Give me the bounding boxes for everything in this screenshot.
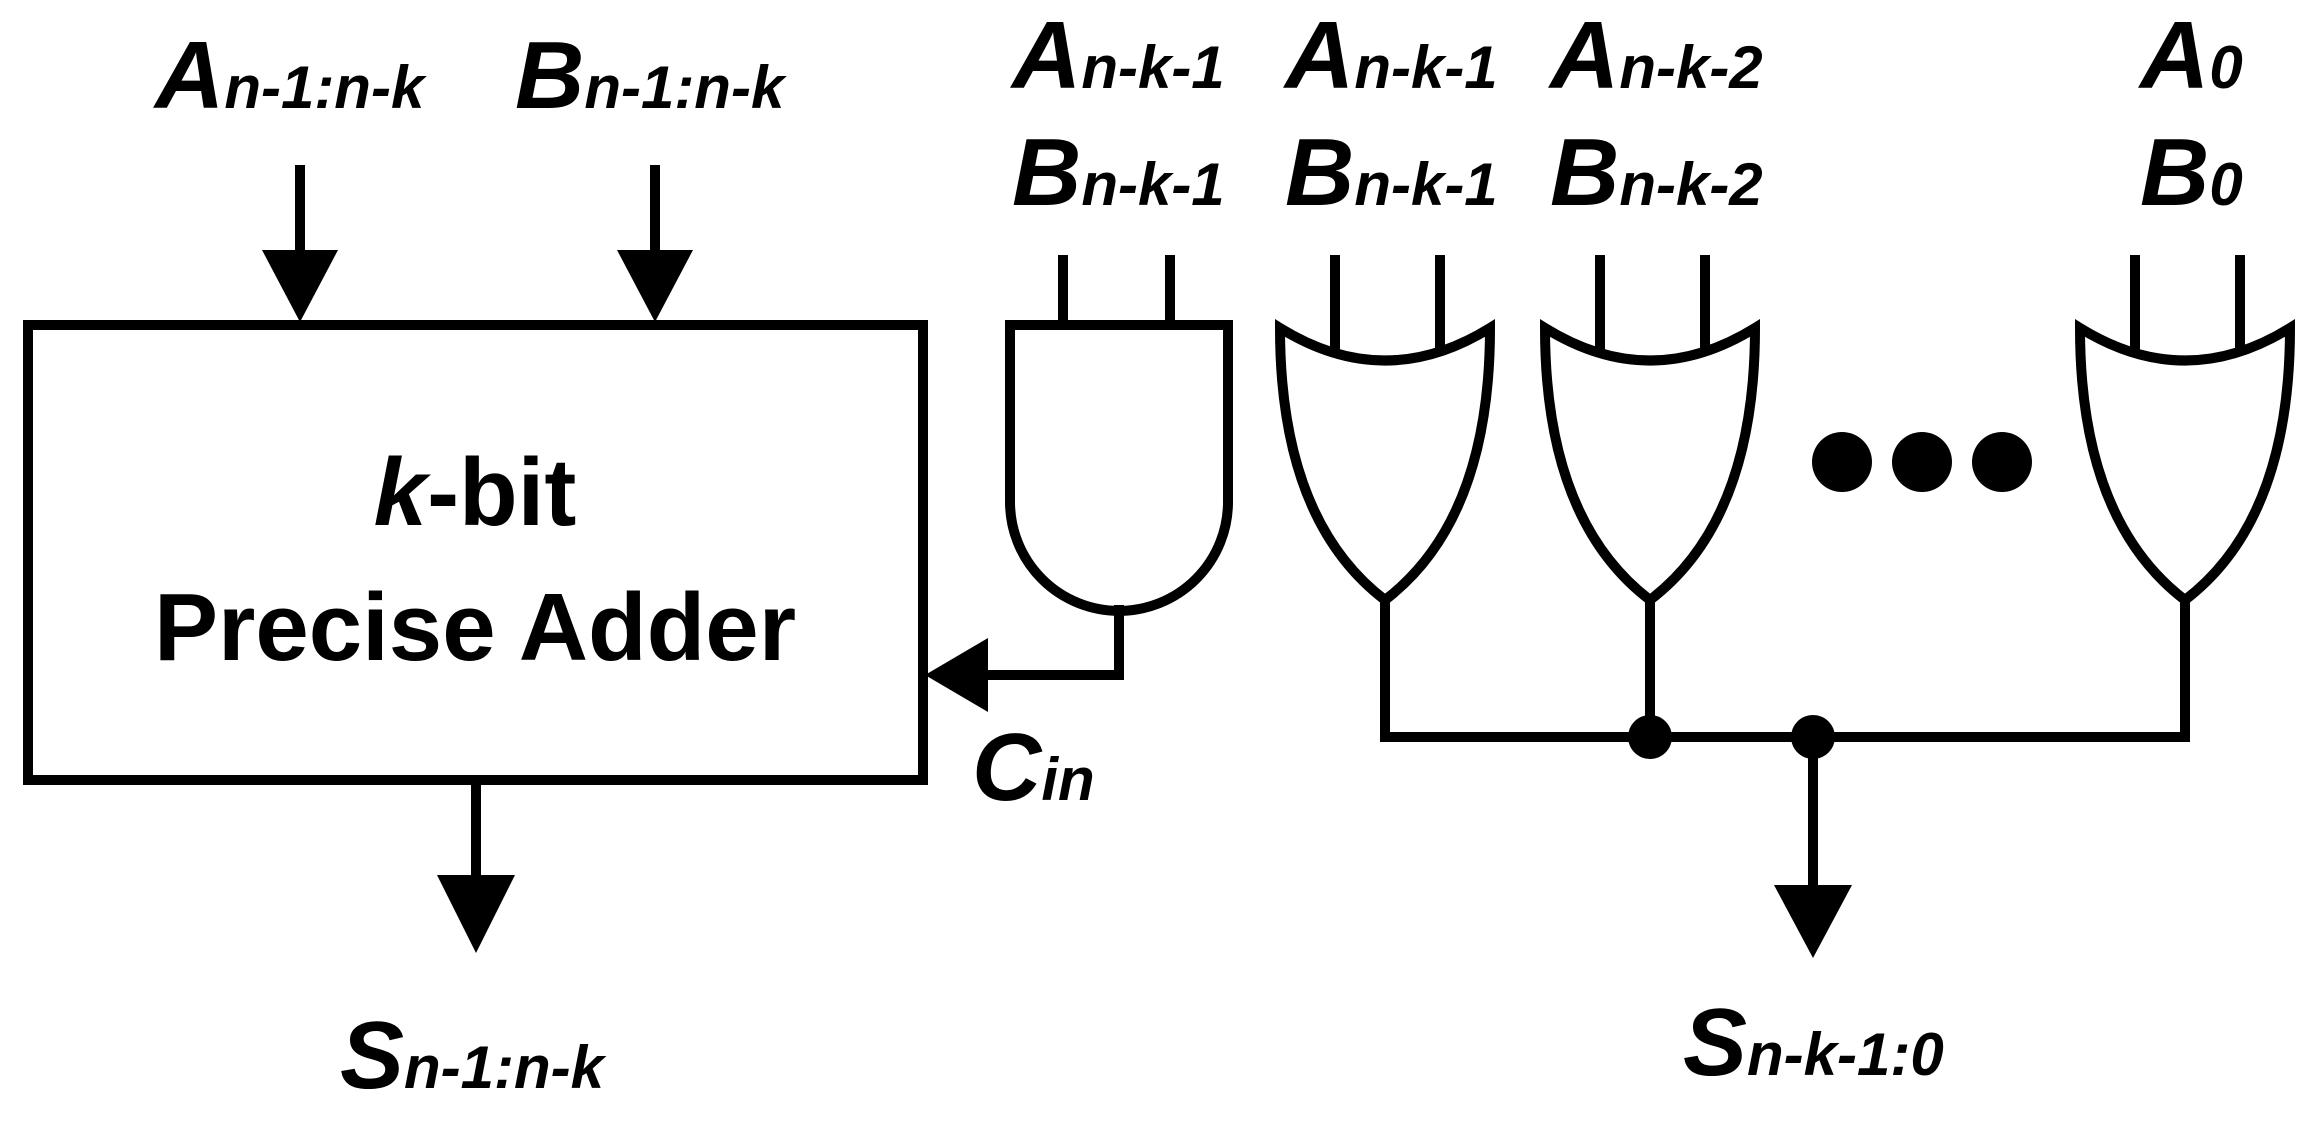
and-gate [1005,320,1233,616]
or2-input-b-label: Bn-k-2 [1550,119,1763,226]
output-low-label: Sn-k-1:0 [1683,989,1944,1096]
or-gate-1 [1274,319,1496,607]
and-input-a-label: An-k-1 [1010,2,1225,109]
or-gate-last [2074,319,2296,607]
precise-adder-block [23,320,928,785]
input-a-high-label: An-1:n-k [153,22,427,129]
or2-input-a-label: An-k-2 [1548,2,1763,109]
or-output-bus [1380,600,2190,742]
or-last-input-b-label: B0 [2140,119,2243,226]
or-gate-2 [1539,319,1761,607]
cin-wire [925,605,1124,712]
adder-title-line1: k-bit [374,439,577,546]
or1-input-b-label: Bn-k-1 [1285,119,1498,226]
cin-label: Cin [972,714,1095,821]
input-a-high-arrow [262,165,338,322]
or-last-input-a-label: A0 [2138,2,2243,109]
and-input-b-label: Bn-k-1 [1012,119,1225,226]
ellipsis-dots [1812,432,2032,492]
output-high-label: Sn-1:n-k [340,1002,607,1109]
input-b-high-label: Bn-1:n-k [515,22,787,129]
bus-junction-1 [1628,715,1672,759]
adder-title-line2: Precise Adder [154,574,796,681]
output-high-arrow [437,780,515,953]
output-low-arrow [1774,737,1852,958]
or1-input-a-label: An-k-1 [1283,2,1498,109]
input-b-high-arrow [617,165,693,322]
